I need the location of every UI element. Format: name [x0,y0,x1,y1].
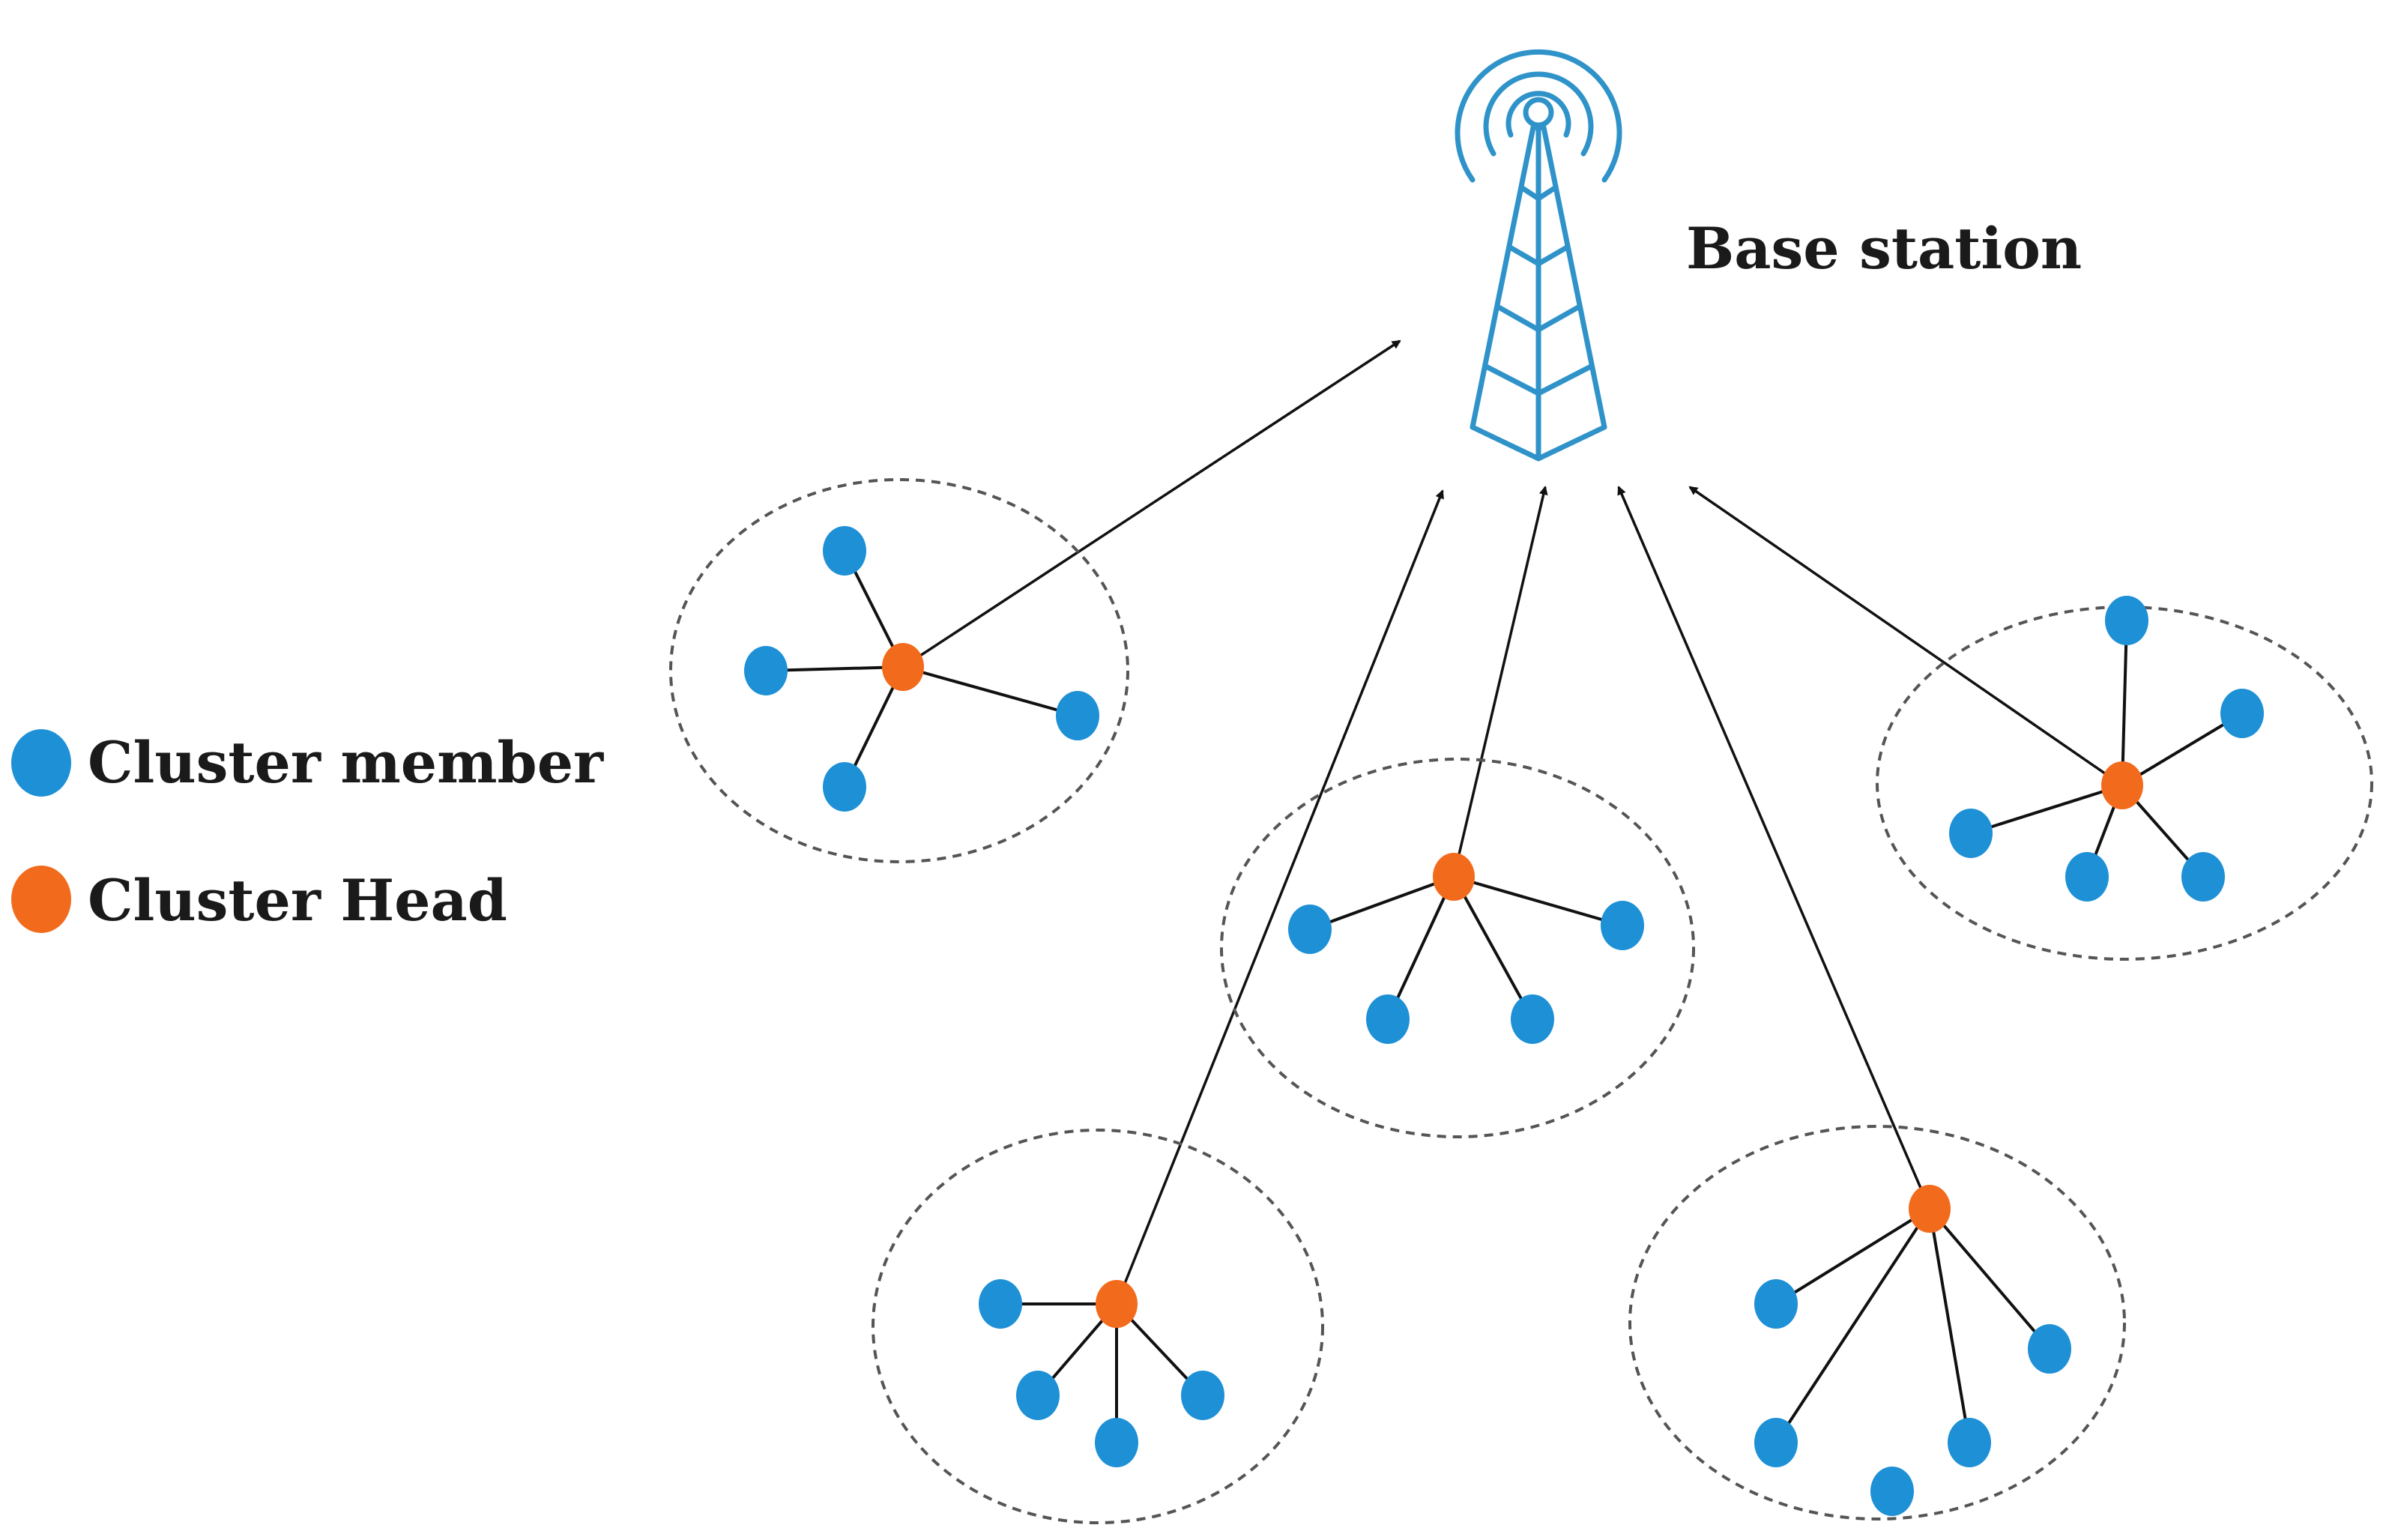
cluster-member-node [1366,994,1410,1044]
cluster-member-node [1181,1371,1224,1420]
cluster-member-node [1511,994,1554,1044]
base-station-label: Base station [1686,215,2082,282]
cluster-member-node [744,646,788,695]
cluster-right [1876,596,2373,961]
cluster-boundary [1628,1125,2126,1521]
legend-member-swatch [11,729,71,797]
cluster-member-node [1754,1418,1798,1467]
cluster-head-node [1909,1185,1951,1233]
uplink-arrow-bottom-right [1617,486,1931,1210]
legend-head-swatch [11,866,71,933]
cluster-member-node [1948,1418,1991,1467]
cluster-head-node [2101,761,2143,809]
cluster-member-node [823,762,866,812]
cluster-member-node [1949,809,1993,858]
cluster-boundary [1876,606,2373,961]
cluster-boundary [1220,758,1695,1138]
cluster-bottom-right [1628,1125,2126,1521]
cluster-member-node [1288,905,1332,954]
uplink-arrow-right [1688,486,2123,787]
uplink-arrow-top-left [902,339,1401,668]
cluster-boundary [669,478,1129,863]
cluster-member-node [1870,1467,1914,1516]
cluster-member-node [823,526,866,576]
cluster-member-node [1016,1371,1060,1420]
cluster-head-node [1433,853,1475,901]
cluster-member-node [2105,596,2148,645]
cluster-member-node [2028,1324,2071,1374]
cluster-head-node [882,643,924,691]
legend-member-label: Cluster member [88,729,604,796]
cluster-top-left [669,478,1129,863]
cluster-head-node [1096,1280,1138,1328]
uplink-arrow-bottom-left [1115,489,1444,1305]
cluster-member-node [979,1279,1022,1329]
cluster-boundary [872,1129,1324,1524]
cluster-member-node [1095,1418,1138,1467]
cluster-member-node [1754,1279,1798,1329]
cluster-member-node [1056,691,1099,740]
legend: Cluster member Cluster Head [11,729,604,934]
cluster-member-node [2181,852,2225,902]
cluster-middle [1220,758,1695,1138]
cluster-member-node [1601,901,1644,950]
uplink-arrows [902,339,2123,1305]
cluster-member-node [2065,852,2109,902]
antenna-tower-icon [1455,49,1622,462]
legend-head-label: Cluster Head [88,867,507,934]
cluster-member-node [2220,689,2264,738]
uplink-arrow-middle [1452,486,1548,878]
cluster-bottom-left [872,1129,1324,1524]
